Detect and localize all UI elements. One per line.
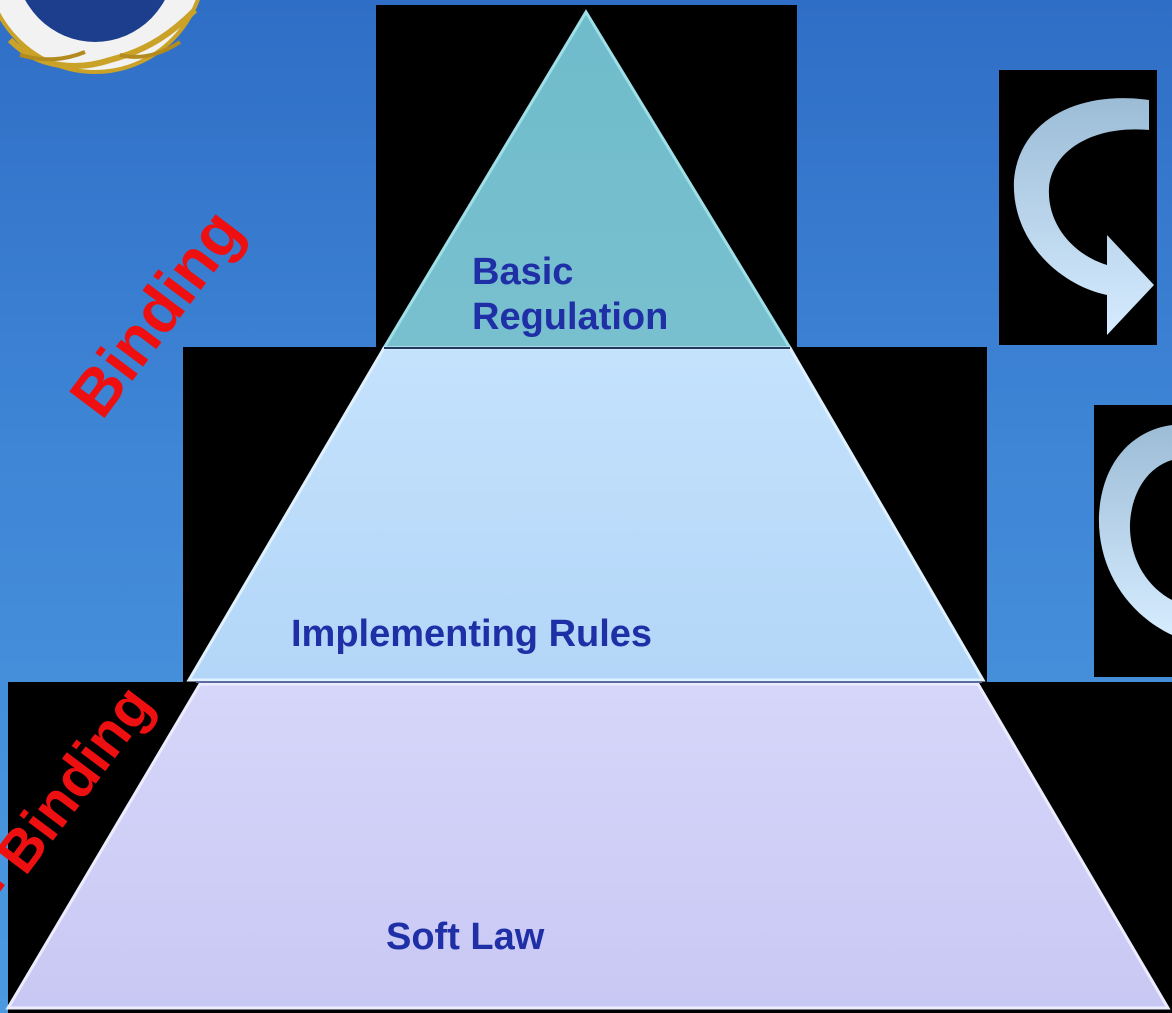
circular-arrow-icon bbox=[1094, 405, 1172, 677]
tier-label-line: Regulation bbox=[472, 296, 669, 338]
tier-label-soft-law: Soft Law bbox=[386, 916, 545, 958]
pyramid-tier-bottom bbox=[5, 682, 1171, 1010]
tier-label-implementing-rules: Implementing Rules bbox=[291, 613, 653, 655]
tier-label-line: Basic bbox=[472, 251, 574, 293]
circular-arrow-icon bbox=[999, 70, 1157, 345]
organization-seal-logo bbox=[0, 0, 200, 74]
tier-label-basic-regulation: Basic Regulation bbox=[472, 250, 668, 340]
